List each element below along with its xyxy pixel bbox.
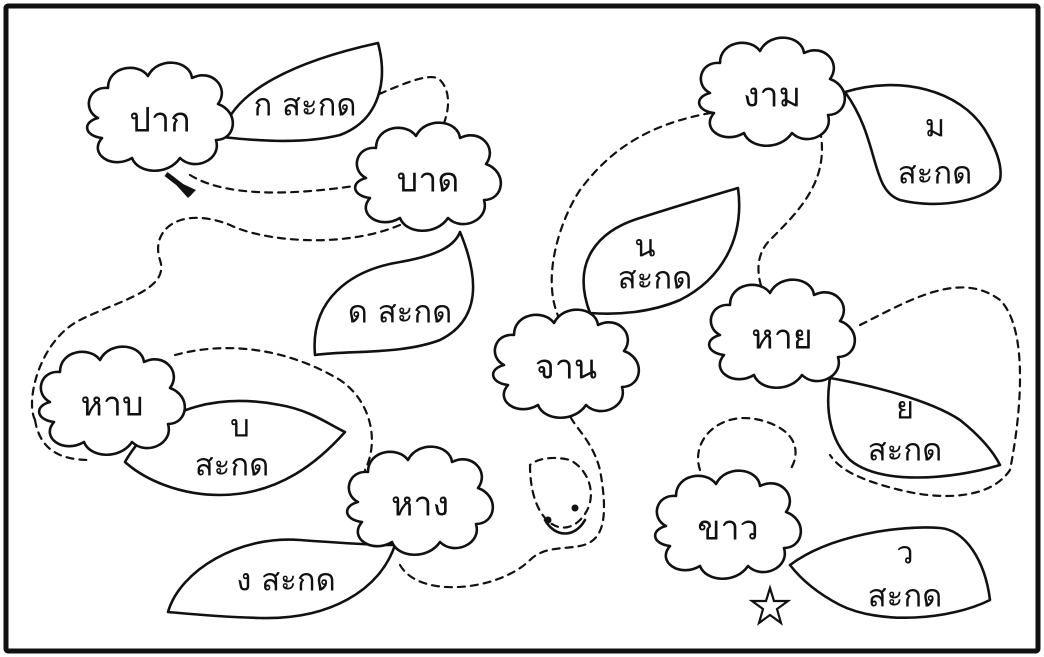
cloud-label: หาย xyxy=(751,318,812,358)
leaf-k-sakot: ก สะกด xyxy=(220,41,384,143)
leaf-label-bottom: สะกด xyxy=(898,156,972,192)
cloud-word-pak: ปาก xyxy=(85,61,235,173)
cloud-label: บาด xyxy=(397,161,460,201)
cloud-word-hai: หาย xyxy=(707,278,857,390)
leaf-label-bottom: สะกด xyxy=(195,448,269,484)
leaf-d-sakot: ด สะกด xyxy=(313,230,475,357)
smiley-face-icon xyxy=(543,504,587,535)
leaf-w-sakot: ว สะกด xyxy=(788,526,992,619)
leaf-label-bottom: สะกด xyxy=(618,261,692,297)
leaf-label: ก สะกด xyxy=(253,88,356,124)
leaf-m-sakot: ม สะกด xyxy=(843,83,1002,206)
leaf-label-bottom: สะกด xyxy=(868,579,942,615)
cloud-word-ngam: งาม xyxy=(697,36,847,148)
leaf-label-top: ม xyxy=(925,109,945,145)
leaf-ng-sakot: ง สะกด xyxy=(166,538,397,620)
leaf-y-sakot: ย สะกด xyxy=(826,376,1002,479)
cloud-word-jan: จาน xyxy=(491,308,641,420)
leaf-label-top: ว xyxy=(896,536,913,572)
cloud-label: หาบ xyxy=(80,385,143,425)
cloud-label: หาง xyxy=(391,485,449,525)
finish-star-icon xyxy=(748,584,792,626)
cloud-label: ปาก xyxy=(129,101,190,141)
worksheet-frame xyxy=(3,3,1041,654)
cloud-word-hap: หาบ xyxy=(37,345,187,457)
cloud-word-hang: หาง xyxy=(345,445,495,557)
cloud-label: งาม xyxy=(743,76,801,116)
cloud-label: ขาว xyxy=(697,509,758,549)
leaf-label-top: น xyxy=(634,229,655,265)
dashed-path-right xyxy=(550,108,1022,498)
leaf-label: ง สะกด xyxy=(236,563,335,599)
cloud-word-khao: ขาว xyxy=(653,469,803,581)
leaf-b-sakot: บ สะกด xyxy=(123,399,347,497)
leaf-label-bottom: สะกด xyxy=(868,433,942,469)
cloud-label: จาน xyxy=(535,348,597,388)
leaf-label-top: บ xyxy=(230,409,250,445)
leaf-label: ด สะกด xyxy=(348,295,452,331)
cloud-word-bat: บาด xyxy=(353,121,503,233)
start-arrow-icon xyxy=(164,172,196,198)
leaf-label-top: ย xyxy=(896,391,914,427)
leaf-n-sakot: น สะกด xyxy=(582,186,741,315)
